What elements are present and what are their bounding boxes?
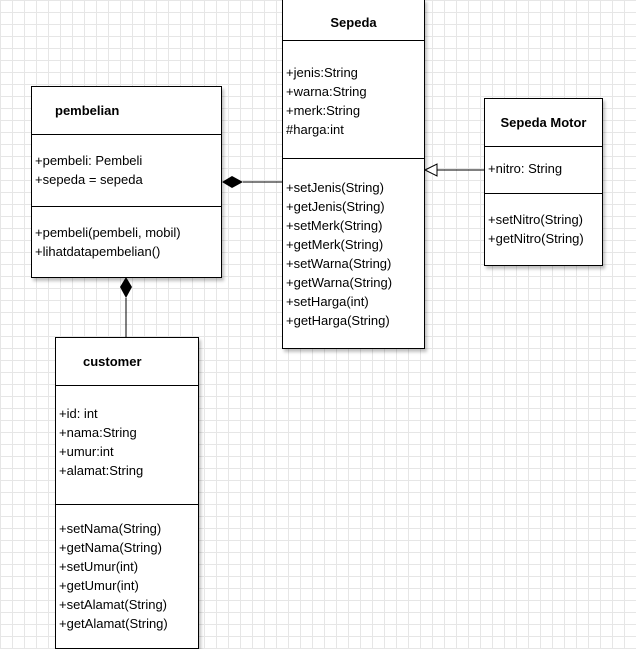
class-customer-attributes: +id: int +nama:String +umur:int +alamat:… bbox=[56, 386, 198, 505]
method: +setAlamat(String) bbox=[59, 597, 168, 612]
class-sepeda-attributes: +jenis:String +warna:String +merk:String… bbox=[283, 41, 424, 159]
class-customer-title: customer bbox=[56, 338, 198, 386]
class-sepeda-motor-title: Sepeda Motor bbox=[485, 99, 602, 147]
attribute: #harga:int bbox=[286, 122, 344, 137]
attribute: +warna:String bbox=[286, 84, 367, 99]
inheritance-arrow-head bbox=[423, 163, 438, 177]
method: +setNitro(String) bbox=[488, 212, 583, 227]
class-name: Sepeda Motor bbox=[500, 115, 587, 130]
composition-diamond-pembelian-right bbox=[222, 176, 243, 188]
class-sepeda-methods: +setJenis(String) +getJenis(String) +set… bbox=[283, 159, 424, 334]
class-sepeda-motor-attributes: +nitro: String bbox=[485, 147, 602, 194]
method: +setJenis(String) bbox=[286, 180, 384, 195]
method: +getUmur(int) bbox=[59, 578, 139, 593]
class-pembelian[interactable]: pembelian +pembeli: Pembeli +sepeda = se… bbox=[31, 86, 222, 278]
class-pembelian-methods: +pembeli(pembeli, mobil) +lihatdatapembe… bbox=[32, 207, 221, 265]
class-sepeda-title: Sepeda bbox=[283, 0, 424, 41]
method: +getAlamat(String) bbox=[59, 616, 168, 631]
class-name: customer bbox=[83, 354, 142, 369]
composition-diamond-pembelian-bottom bbox=[120, 277, 132, 298]
class-pembelian-attributes: +pembeli: Pembeli +sepeda = sepeda bbox=[32, 135, 221, 207]
method: +getNitro(String) bbox=[488, 231, 584, 246]
method: +setHarga(int) bbox=[286, 294, 369, 309]
attribute: +pembeli: Pembeli bbox=[35, 153, 143, 168]
class-name: pembelian bbox=[55, 103, 120, 118]
method: +setUmur(int) bbox=[59, 559, 139, 574]
attribute: +merk:String bbox=[286, 103, 361, 118]
class-sepeda-motor[interactable]: Sepeda Motor +nitro: String +setNitro(St… bbox=[484, 98, 603, 266]
attribute: +sepeda = sepeda bbox=[35, 172, 143, 187]
attribute: +nama:String bbox=[59, 425, 137, 440]
attribute: +umur:int bbox=[59, 444, 114, 459]
method: +getNama(String) bbox=[59, 540, 162, 555]
class-sepeda[interactable]: Sepeda +jenis:String +warna:String +merk… bbox=[282, 0, 425, 349]
attribute: +jenis:String bbox=[286, 65, 358, 80]
method: +getWarna(String) bbox=[286, 275, 393, 290]
attribute: +alamat:String bbox=[59, 463, 144, 478]
class-pembelian-title: pembelian bbox=[32, 87, 221, 135]
method: +getHarga(String) bbox=[286, 313, 390, 328]
method: +pembeli(pembeli, mobil) bbox=[35, 225, 181, 240]
attribute: +nitro: String bbox=[488, 161, 563, 176]
method: +getMerk(String) bbox=[286, 237, 384, 252]
class-name: Sepeda bbox=[330, 14, 377, 30]
attribute: +id: int bbox=[59, 406, 98, 421]
method: +setNama(String) bbox=[59, 521, 162, 536]
class-customer[interactable]: customer +id: int +nama:String +umur:int… bbox=[55, 337, 199, 649]
method: +setWarna(String) bbox=[286, 256, 392, 271]
class-customer-methods: +setNama(String) +getNama(String) +setUm… bbox=[56, 505, 198, 637]
method: +setMerk(String) bbox=[286, 218, 383, 233]
class-sepeda-motor-methods: +setNitro(String) +getNitro(String) bbox=[485, 194, 602, 252]
method: +lihatdatapembelian() bbox=[35, 244, 161, 259]
method: +getJenis(String) bbox=[286, 199, 385, 214]
